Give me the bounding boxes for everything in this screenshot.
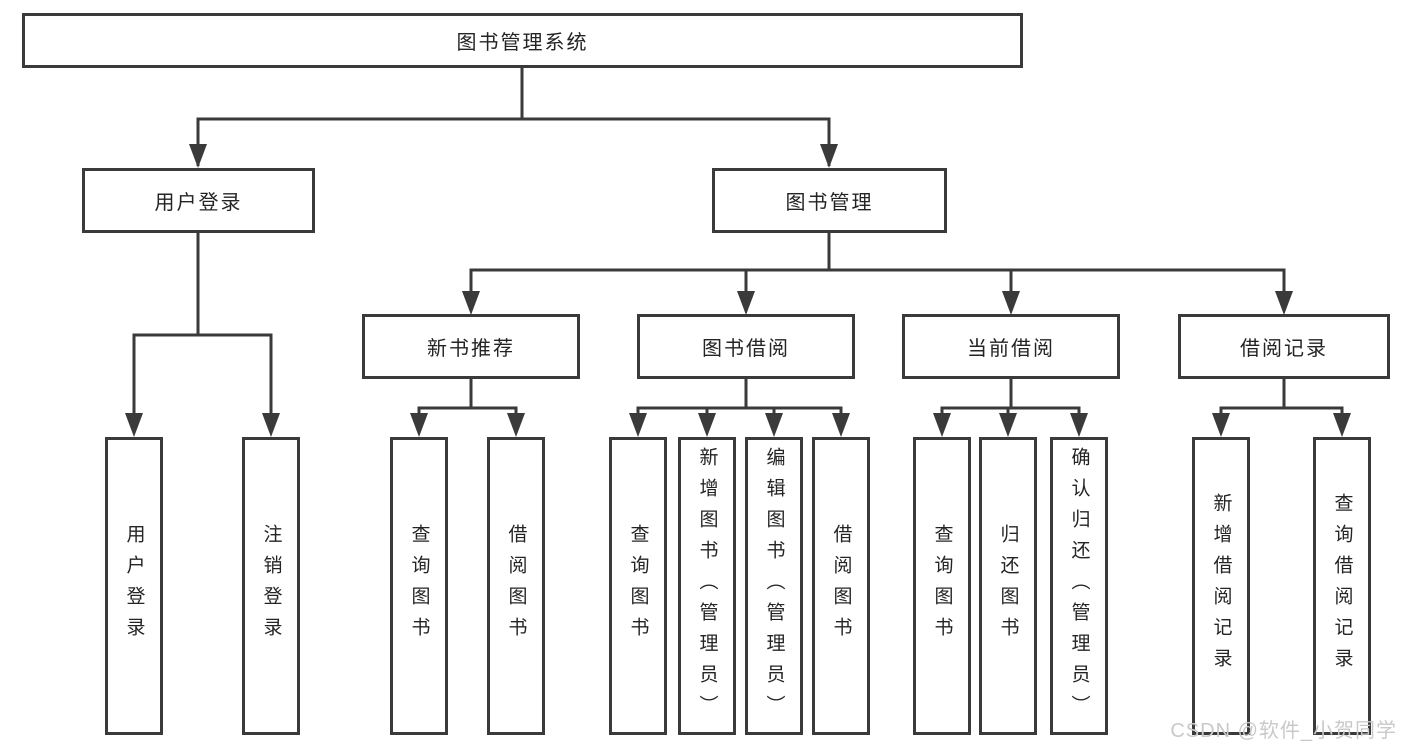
node-label: 查询图书 xyxy=(627,524,649,648)
node-label: 借阅图书 xyxy=(830,524,852,648)
node-label: 归还图书 xyxy=(997,524,1019,648)
csdn-watermark: CSDN @软件_小贺同学 xyxy=(1170,720,1397,742)
node-library-management-system: 图书管理系统 xyxy=(22,13,1023,68)
leaf-confirm-return-admin: 确认归还（管理员） xyxy=(1050,437,1108,735)
leaf-edit-books-admin: 编辑图书（管理员） xyxy=(745,437,803,735)
node-label: 用户登录 xyxy=(154,192,243,214)
node-label: 注销登录 xyxy=(260,524,282,648)
leaf-borrow-books-recommend: 借阅图书 xyxy=(487,437,545,735)
leaf-user-login: 用户登录 xyxy=(105,437,163,735)
edge-user-login-to-leaves xyxy=(132,233,273,433)
leaf-search-books-current: 查询图书 xyxy=(913,437,971,735)
node-label: 借阅图书 xyxy=(505,524,527,648)
node-label: 借阅记录 xyxy=(1240,338,1328,360)
node-label: 新书推荐 xyxy=(427,338,515,360)
node-label: 用户登录 xyxy=(123,524,145,648)
node-label: 查询借阅记录 xyxy=(1331,493,1353,679)
node-label: 图书借阅 xyxy=(702,338,790,360)
node-book-borrowing: 图书借阅 xyxy=(637,314,855,379)
node-new-book-recommendation: 新书推荐 xyxy=(362,314,580,379)
edge-root-to-level1 xyxy=(196,68,831,166)
node-user-login: 用户登录 xyxy=(82,168,315,233)
node-label: 查询图书 xyxy=(931,524,953,648)
leaf-search-borrow-record: 查询借阅记录 xyxy=(1313,437,1371,735)
leaf-add-books-admin: 新增图书（管理员） xyxy=(678,437,736,735)
leaf-return-books: 归还图书 xyxy=(979,437,1037,735)
edge-new-book-to-leaves xyxy=(417,379,518,433)
node-label: 新增借阅记录 xyxy=(1210,493,1232,679)
node-label: 编辑图书（管理员） xyxy=(763,446,785,726)
node-book-management: 图书管理 xyxy=(712,168,947,233)
node-label: 新增图书（管理员） xyxy=(696,446,718,726)
arrowheads xyxy=(125,144,1351,437)
leaf-search-books-borrowing: 查询图书 xyxy=(609,437,667,735)
edge-book-borrowing-to-leaves xyxy=(636,379,843,433)
leaf-borrow-books-borrowing: 借阅图书 xyxy=(812,437,870,735)
leaf-search-books-recommend: 查询图书 xyxy=(390,437,448,735)
edge-borrow-records-to-leaves xyxy=(1219,379,1344,433)
node-borrowing-records: 借阅记录 xyxy=(1178,314,1390,379)
node-label: 当前借阅 xyxy=(967,338,1055,360)
node-label: 图书管理 xyxy=(785,192,874,214)
node-label: 查询图书 xyxy=(408,524,430,648)
node-label: 确认归还（管理员） xyxy=(1068,446,1090,726)
edge-book-management-to-level2 xyxy=(469,233,1286,311)
node-label: 图书管理系统 xyxy=(456,32,589,54)
leaf-logout: 注销登录 xyxy=(242,437,300,735)
node-current-borrowing: 当前借阅 xyxy=(902,314,1120,379)
leaf-add-borrow-record: 新增借阅记录 xyxy=(1192,437,1250,735)
